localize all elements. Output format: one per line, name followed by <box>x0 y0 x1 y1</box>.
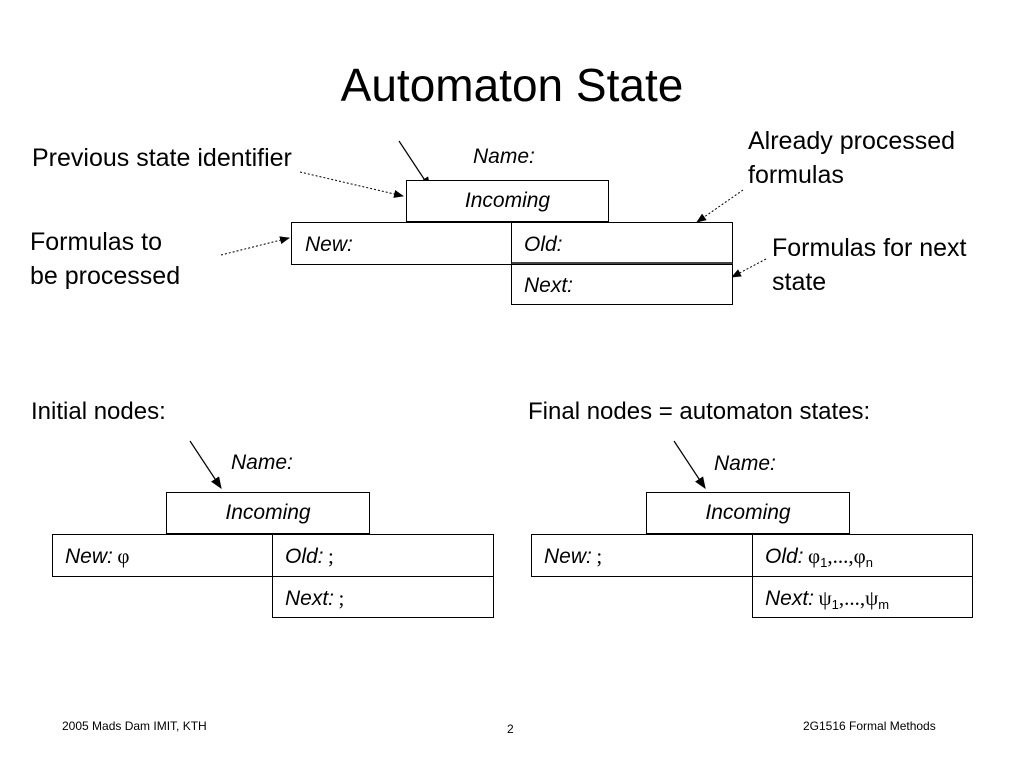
final-node-old-box: Old: φ1,...,φn <box>752 534 973 577</box>
initial-node-old-label: Old: <box>285 545 324 568</box>
final-nodes-heading: Final nodes = automaton states: <box>528 398 871 425</box>
initial-node-next-value: ; <box>338 586 345 610</box>
final-node-new-value: ; <box>596 544 603 568</box>
top-node-old: Old: <box>524 233 563 256</box>
final-node-next-label: Next: <box>765 587 815 610</box>
footer-right: 2G1516 Formal Methods <box>803 719 936 733</box>
leader-to-process <box>220 236 290 256</box>
final-node-old-phi: φ <box>807 544 821 568</box>
final-node-old-label: Old: <box>765 545 804 568</box>
top-node-new-box: New: <box>291 222 512 265</box>
top-node-new: New: <box>305 233 353 256</box>
final-node-next-psi: ψ <box>818 586 832 610</box>
final-node-next-subm: m <box>878 597 890 613</box>
initial-node-new-box: New: φ <box>52 534 273 577</box>
final-node-new-label: New: <box>544 545 592 568</box>
final-node-old-phi-n: φ <box>853 544 866 568</box>
initial-node-name: Name: <box>231 451 293 474</box>
footer-page-number: 2 <box>507 722 514 736</box>
leader-next-state <box>731 258 767 278</box>
initial-node-incoming-box: Incoming <box>166 492 370 534</box>
footer-left: 2005 Mads Dam IMIT, KTH <box>62 719 207 733</box>
initial-node-old-box: Old: ; <box>272 534 494 577</box>
annotation-to-process-line2: be processed <box>30 262 181 290</box>
name-arrow-final <box>673 440 706 490</box>
annotation-already-processed-line1: Already processed <box>748 127 956 155</box>
initial-nodes-heading: Initial nodes: <box>31 398 166 425</box>
initial-node-next-box: Next: ; <box>272 576 494 618</box>
annotation-to-process-line1: Formulas to <box>30 228 162 256</box>
slide-title: Automaton State <box>340 59 684 111</box>
final-node-name: Name: <box>714 452 776 475</box>
top-node-incoming-box: Incoming <box>406 180 609 222</box>
final-node-incoming-box: Incoming <box>646 492 850 534</box>
annotation-previous-state: Previous state identifier <box>32 144 292 172</box>
leader-already-processed <box>696 189 744 223</box>
initial-node-next-label: Next: <box>285 587 335 610</box>
final-node-new-box: New: ; <box>531 534 753 577</box>
initial-node-new-value: φ <box>117 544 130 568</box>
top-node-incoming: Incoming <box>464 189 551 212</box>
annotation-next-state-line2: state <box>772 268 827 296</box>
top-node-old-box: Old: <box>511 222 733 265</box>
top-node-next-box: Next: <box>511 264 733 305</box>
leader-previous-state <box>299 171 404 198</box>
name-arrow-initial <box>189 440 222 490</box>
top-node-name: Name: <box>473 145 535 168</box>
annotation-already-processed-line2: formulas <box>748 161 844 189</box>
annotation-next-state-line1: Formulas for next <box>772 234 967 262</box>
initial-node-new-label: New: <box>65 545 113 568</box>
initial-node-old-value: ; <box>327 544 334 568</box>
final-node-old-subn: n <box>865 555 873 571</box>
final-node-next-sub1: 1 <box>831 597 839 613</box>
final-node-old-sub1: 1 <box>820 555 828 571</box>
final-node-incoming: Incoming <box>705 501 791 524</box>
final-node-old-dots: ,..., <box>827 544 854 568</box>
final-node-next-dots: ,..., <box>838 586 866 610</box>
top-node-next: Next: <box>524 274 574 297</box>
final-node-next-psi-m: ψ <box>865 586 879 610</box>
final-node-next-box: Next: ψ1,...,ψm <box>752 576 973 618</box>
initial-node-incoming: Incoming <box>225 501 311 524</box>
